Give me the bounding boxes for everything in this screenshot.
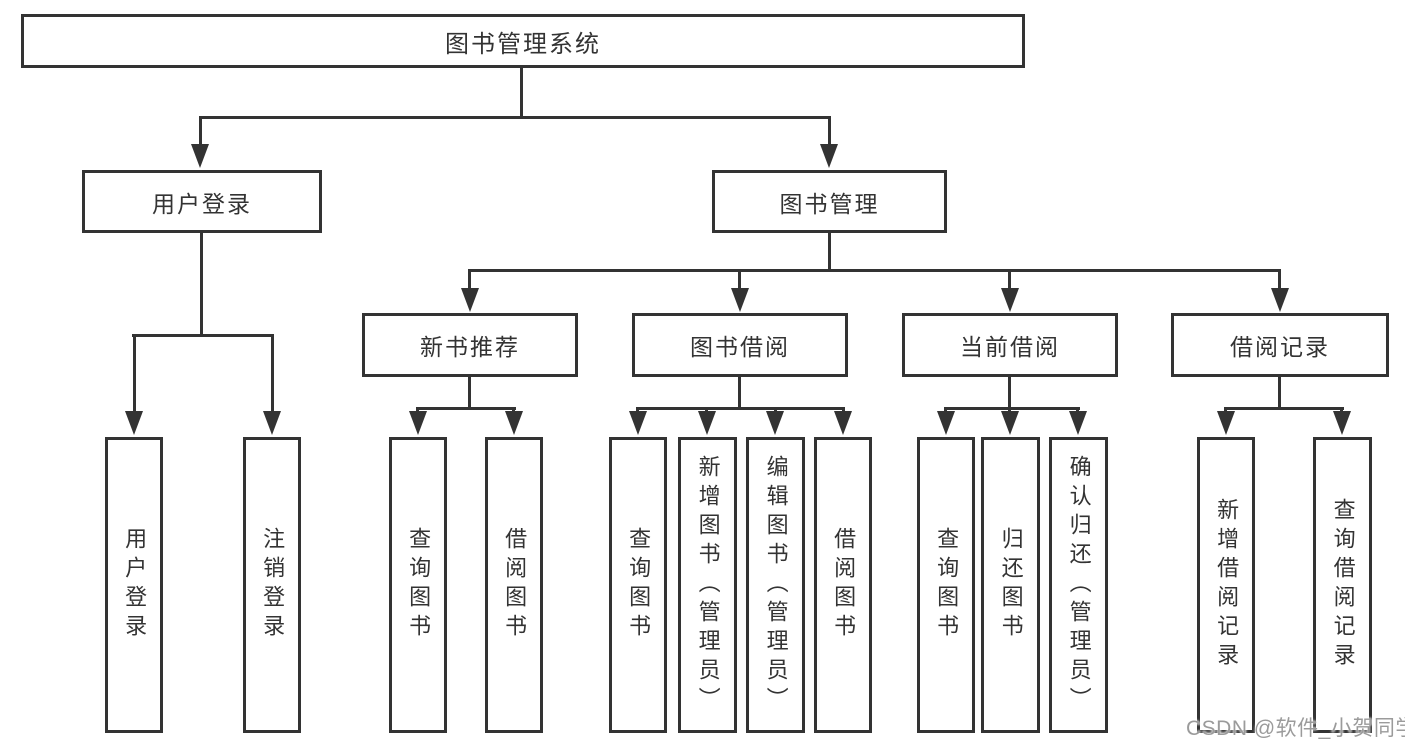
connector-user-login-rail (132, 334, 274, 337)
node-leaf-borrow-books-1-label: 借阅图书 (502, 527, 528, 643)
node-borrow-records-label: 借阅记录 (1230, 334, 1330, 360)
arrow-login (125, 411, 143, 435)
connector-drop-add-books (705, 407, 708, 414)
connector-drop-borrow (738, 269, 741, 290)
node-leaf-edit-books-admin: 编辑图书（管理员） (746, 437, 805, 733)
node-leaf-edit-books-admin-label: 编辑图书（管理员） (763, 454, 789, 716)
connector-drop-add-record (1224, 407, 1227, 414)
node-leaf-confirm-return-admin: 确认归还（管理员） (1049, 437, 1108, 733)
node-leaf-borrow-books-1: 借阅图书 (485, 437, 543, 733)
connector-drop-new-book (468, 269, 471, 290)
arrow-borrow-books-1 (505, 411, 523, 435)
connector-current-borrow-stem (1008, 377, 1011, 408)
node-current-borrow-label: 当前借阅 (960, 334, 1060, 360)
connector-level3-rail (468, 269, 1281, 272)
arrow-new-book (461, 288, 479, 312)
arrow-records (1271, 288, 1289, 312)
connector-book-mgmt-stem (828, 233, 831, 270)
node-new-book-recommend-label: 新书推荐 (420, 334, 520, 360)
connector-user-login-stem (200, 233, 203, 335)
node-root-label: 图书管理系统 (445, 30, 601, 58)
node-book-management: 图书管理 (712, 170, 947, 233)
node-leaf-return-books: 归还图书 (981, 437, 1040, 733)
arrow-confirm-return (1069, 411, 1087, 435)
node-book-borrow-label: 图书借阅 (690, 334, 790, 360)
connector-drop-return-books (1008, 407, 1011, 414)
connector-drop-borrow-books-1 (512, 407, 515, 414)
arrow-borrow-books-2 (834, 411, 852, 435)
node-leaf-borrow-books-2: 借阅图书 (814, 437, 872, 733)
node-leaf-query-books-3: 查询图书 (917, 437, 975, 733)
connector-drop-query-books-1 (416, 407, 419, 414)
connector-borrow-records-stem (1278, 377, 1281, 408)
connector-drop-query-books-2 (636, 407, 639, 414)
node-leaf-logout: 注销登录 (243, 437, 301, 733)
connector-drop-query-books-3 (944, 407, 947, 414)
arrow-query-books-2 (629, 411, 647, 435)
node-root: 图书管理系统 (21, 14, 1025, 68)
arrow-edit-books (766, 411, 784, 435)
connector-book-borrow-rail (636, 407, 845, 410)
arrow-book-mgmt (820, 144, 838, 168)
node-leaf-query-borrow-record: 查询借阅记录 (1313, 437, 1372, 733)
node-leaf-query-books-3-label: 查询图书 (934, 527, 960, 643)
connector-drop-user-login (199, 116, 202, 146)
arrow-return-books (1001, 411, 1019, 435)
node-book-borrow: 图书借阅 (632, 313, 848, 377)
connector-book-borrow-stem (738, 377, 741, 408)
arrow-query-books-3 (937, 411, 955, 435)
node-leaf-logout-label: 注销登录 (260, 527, 286, 643)
connector-new-book-stem (468, 377, 471, 408)
arrow-query-record (1333, 411, 1351, 435)
watermark: CSDN @软件_小贺同学 (1186, 717, 1405, 740)
connector-drop-book-mgmt (828, 116, 831, 146)
node-leaf-user-login-label: 用户登录 (122, 527, 148, 643)
node-borrow-records: 借阅记录 (1171, 313, 1389, 377)
arrow-query-books-1 (409, 411, 427, 435)
node-leaf-query-books-1: 查询图书 (389, 437, 447, 733)
node-leaf-confirm-return-admin-label: 确认归还（管理员） (1066, 454, 1092, 716)
arrow-current (1001, 288, 1019, 312)
node-new-book-recommend: 新书推荐 (362, 313, 578, 377)
node-user-login: 用户登录 (82, 170, 322, 233)
node-leaf-user-login: 用户登录 (105, 437, 163, 733)
connector-drop-records (1278, 269, 1281, 290)
node-current-borrow: 当前借阅 (902, 313, 1118, 377)
connector-new-book-rail (416, 407, 516, 410)
node-leaf-query-books-2: 查询图书 (609, 437, 667, 733)
arrow-logout (263, 411, 281, 435)
connector-drop-confirm-return (1076, 407, 1079, 414)
arrow-user-login (191, 144, 209, 168)
connector-drop-logout (271, 334, 274, 413)
node-leaf-return-books-label: 归还图书 (998, 527, 1024, 643)
node-leaf-add-borrow-record-label: 新增借阅记录 (1214, 498, 1240, 672)
connector-drop-login (133, 334, 136, 413)
connector-drop-query-record (1340, 407, 1343, 414)
connector-borrow-records-rail (1224, 407, 1344, 410)
connector-root-stem (520, 68, 523, 117)
connector-drop-edit-books (774, 407, 777, 414)
node-book-management-label: 图书管理 (779, 190, 880, 217)
connector-drop-current (1008, 269, 1011, 290)
node-leaf-query-books-2-label: 查询图书 (626, 527, 652, 643)
node-leaf-add-books-admin-label: 新增图书（管理员） (695, 454, 721, 716)
connector-level2-rail (199, 116, 831, 119)
node-leaf-add-borrow-record: 新增借阅记录 (1197, 437, 1255, 733)
node-leaf-query-books-1-label: 查询图书 (406, 527, 432, 643)
node-leaf-add-books-admin: 新增图书（管理员） (678, 437, 737, 733)
connector-current-borrow-rail (944, 407, 1080, 410)
arrow-borrow (731, 288, 749, 312)
node-user-login-label: 用户登录 (152, 190, 252, 217)
node-leaf-query-borrow-record-label: 查询借阅记录 (1330, 498, 1356, 672)
arrow-add-books (698, 411, 716, 435)
connector-drop-borrow-books-2 (842, 407, 845, 414)
node-leaf-borrow-books-2-label: 借阅图书 (831, 527, 857, 643)
arrow-add-record (1217, 411, 1235, 435)
